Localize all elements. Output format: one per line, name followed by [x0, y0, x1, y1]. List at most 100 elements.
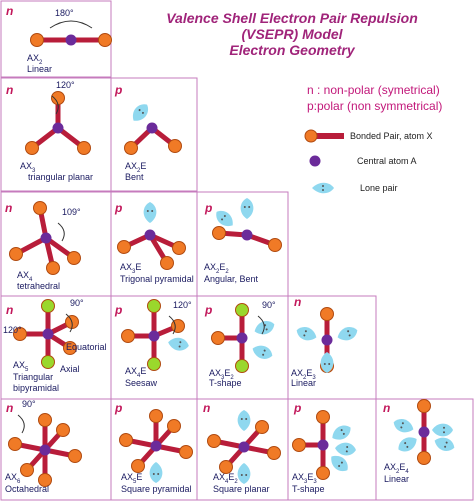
shape-ax3e3: T-shape [292, 484, 325, 494]
angle-arc-ax6 [17, 414, 25, 434]
formula-base: AX [213, 472, 225, 482]
lone-pair-lobe [398, 437, 417, 452]
lone-pair-lobe [168, 337, 189, 351]
lone-pair-dot [141, 111, 144, 114]
atom-ax5e-3 [131, 459, 145, 473]
lone-pair-lobe [296, 327, 317, 341]
lone-pair-dot [400, 426, 403, 429]
atom-ax6-1 [38, 473, 52, 487]
lone-pair-lobe [237, 463, 251, 484]
lone-pair-dot [223, 215, 226, 218]
lone-pair-dot [445, 441, 448, 444]
formula-suffix: E [224, 368, 230, 378]
atom-ax4-3 [33, 201, 47, 215]
atom-ax4e-0 [147, 299, 161, 313]
lone-pair-ax2e4-0 [393, 419, 414, 433]
lone-pair-dot [406, 445, 409, 448]
angle-ax2: 180° [55, 8, 74, 18]
lone-pair-lobe [432, 423, 453, 437]
lone-pair-dot [340, 429, 343, 432]
central-atom-ax4 [40, 232, 52, 244]
formula-ax2: AX2 [27, 53, 43, 66]
lone-pair-dot [263, 349, 266, 352]
polarity-ax6: n [6, 401, 13, 415]
formula-x-count: 4 [137, 373, 141, 379]
formula-x-count: 3 [221, 375, 225, 381]
angle-ax5: 90° [70, 298, 84, 308]
formula-e-count: 2 [230, 375, 234, 381]
formula-suffix: E [140, 161, 146, 171]
atom-ax4-0 [9, 247, 23, 261]
lone-pair-dot [304, 330, 307, 333]
atom-ax3e-1 [172, 241, 186, 255]
formula-ax6: AX6 [5, 472, 21, 485]
atom-ax6-4 [20, 463, 34, 477]
formula-x-count: 3 [132, 269, 136, 275]
atom-ax4e2-3 [255, 420, 269, 434]
lone-pair-lobe [240, 198, 254, 219]
lone-pair-dot [348, 334, 351, 337]
lone-pair-ax3e3-0 [332, 425, 351, 440]
formula-x-count: 5 [25, 367, 29, 373]
formula-x-count: 6 [17, 479, 21, 485]
lone-pair-dot [248, 206, 251, 208]
polarity-ax3e3: p [293, 401, 301, 415]
formula-ax2e2: AX2E2 [204, 262, 229, 275]
shape-ax2e4: Linear [384, 474, 409, 484]
shape-ax5-line2: bipyramidal [13, 383, 59, 393]
lone-pair-ax2e2-0 [216, 211, 233, 227]
formula-ax3e2: AX3E2 [209, 368, 234, 381]
ax5-axial-label: Axial [60, 364, 80, 374]
atom-ax6-0 [38, 413, 52, 427]
formula-base: AX [125, 366, 137, 376]
atom-ax3e-0 [117, 240, 131, 254]
lone-pair-dot [323, 363, 326, 365]
atom-ax6-3 [68, 449, 82, 463]
title-line-3: Electron Geometry [229, 42, 355, 58]
polarity-ax4e: p [114, 303, 122, 317]
atom-ax5e-4 [167, 419, 181, 433]
atom-ax3-0 [51, 91, 65, 105]
formula-x-count: 2 [216, 269, 220, 275]
angle-ax3: 120° [56, 80, 75, 90]
atom-ax4e-2 [121, 329, 135, 343]
formula-x-count: 3 [32, 168, 36, 174]
shape-ax2e: Bent [125, 172, 144, 182]
polarity-ax2e2: p [204, 201, 212, 215]
formula-ax3: AX3 [20, 161, 36, 174]
lone-pair-lobe [434, 437, 455, 451]
lone-pair-dot [346, 445, 349, 448]
legend-bonded-label: Bonded Pair, atom X [350, 131, 433, 141]
formula-suffix: E [135, 262, 141, 272]
lone-pair-lobe [252, 345, 273, 359]
atom-ax2-0 [30, 33, 44, 47]
lone-pair-ax2e3-0 [296, 327, 317, 341]
lone-pair-lobe [320, 352, 334, 373]
angle-arc-ax4e [168, 315, 176, 335]
lone-pair-lobe [337, 327, 358, 341]
lone-pair-dot [245, 418, 248, 420]
title-line-1: Valence Shell Electron Pair Repulsion [166, 10, 418, 26]
legend-lone-swatch [312, 182, 334, 194]
atom-ax2-1 [98, 33, 112, 47]
title-line-2: (VSEPR) Model [241, 26, 343, 42]
legend: Bonded Pair, atom X Central atom A Lone … [304, 129, 433, 194]
polarity-ax4e2: n [203, 401, 210, 415]
formula-base: AX [27, 53, 39, 63]
lone-pair-dot [443, 426, 445, 429]
formula-ax5e: AX5E [121, 472, 142, 485]
lone-pair-lobe [132, 104, 148, 121]
atom-ax6-2 [8, 437, 22, 451]
angle-arc-ax2 [49, 20, 93, 29]
formula-ax2e3: AX2E3 [291, 368, 316, 381]
lone-pair-dot [342, 432, 345, 435]
